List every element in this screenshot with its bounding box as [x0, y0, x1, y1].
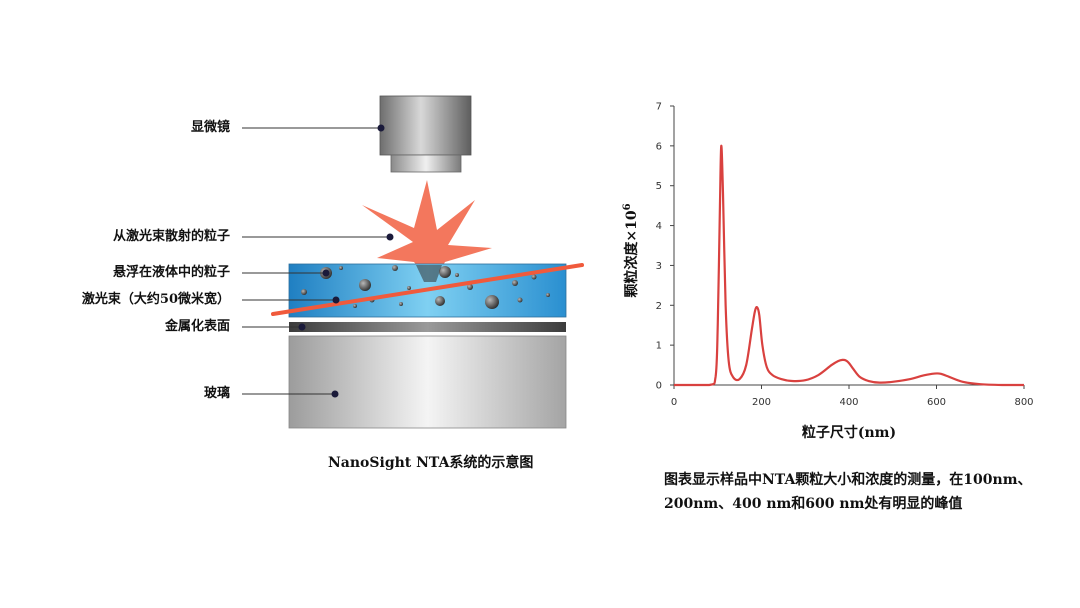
label-metal-surface: 金属化表面 [164, 319, 230, 334]
label-microscope: 显微镜 [190, 120, 230, 135]
y-tick-label: 1 [656, 341, 662, 352]
y-axis-title: 颗粒浓度×106 [622, 203, 640, 297]
series-line [674, 144, 1024, 387]
x-tick-label: 0 [671, 397, 677, 408]
label-glass: 玻璃 [203, 386, 230, 401]
x-tick-label: 400 [839, 397, 858, 408]
y-tick-label: 2 [656, 301, 662, 312]
scatter-cone [416, 265, 442, 282]
y-tick-label: 5 [656, 181, 662, 192]
label-scattered-particles: 从激光束散射的粒子 [112, 229, 230, 244]
scatter-flash-icon [362, 180, 492, 285]
y-tick-label: 3 [656, 261, 662, 272]
chart-description: 图表显示样品中NTA颗粒大小和浓度的测量，在100nm、200nm、400 nm… [664, 472, 1032, 512]
y-tick-label: 0 [656, 381, 662, 392]
x-tick-label: 800 [1014, 397, 1033, 408]
label-laser-beam: 激光束（大约50微米宽） [81, 292, 230, 307]
label-suspended-particles: 悬浮在液体中的粒子 [112, 265, 230, 280]
leader-dots [298, 124, 394, 398]
x-axis-title: 粒子尺寸(nm) [802, 424, 896, 441]
y-tick-label: 6 [656, 141, 662, 152]
y-tick-label: 4 [656, 221, 662, 232]
leader-lines [242, 127, 390, 395]
microscope-icon [379, 95, 472, 173]
diagram-caption: NanoSight NTA系统的示意图 [328, 455, 534, 471]
x-tick-label: 600 [927, 397, 946, 408]
laser-beam [271, 263, 584, 316]
y-tick-label: 7 [656, 102, 662, 113]
x-tick-label: 200 [752, 397, 771, 408]
metal-surface [289, 322, 566, 332]
glass-block [288, 335, 567, 429]
